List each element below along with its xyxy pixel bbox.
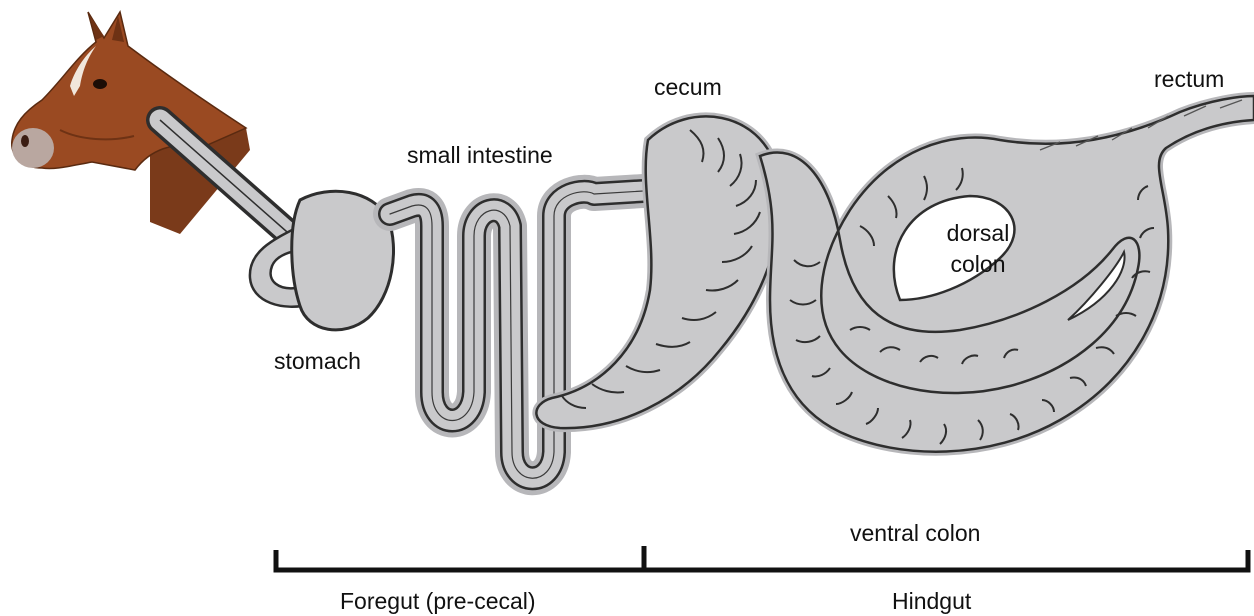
stomach-label: stomach — [274, 350, 361, 373]
cecum — [536, 116, 780, 428]
ventral-colon-label: ventral colon — [850, 522, 980, 545]
horse-head-image — [12, 12, 250, 234]
rectum-label: rectum — [1154, 68, 1224, 91]
foregut-bracket — [276, 550, 644, 570]
dorsal-colon-label-line2: colon — [951, 251, 1006, 277]
cecum-label: cecum — [654, 76, 722, 99]
small-intestine — [390, 190, 660, 478]
hindgut-bracket-label: Hindgut — [892, 590, 971, 613]
hindgut-bracket — [644, 546, 1248, 570]
small-intestine-label: small intestine — [407, 144, 553, 167]
dorsal-colon-label-line1: dorsal — [947, 220, 1010, 246]
foregut-bracket-label: Foregut (pre-cecal) — [340, 590, 536, 613]
dorsal-colon-label: dorsal colon — [936, 218, 1020, 280]
